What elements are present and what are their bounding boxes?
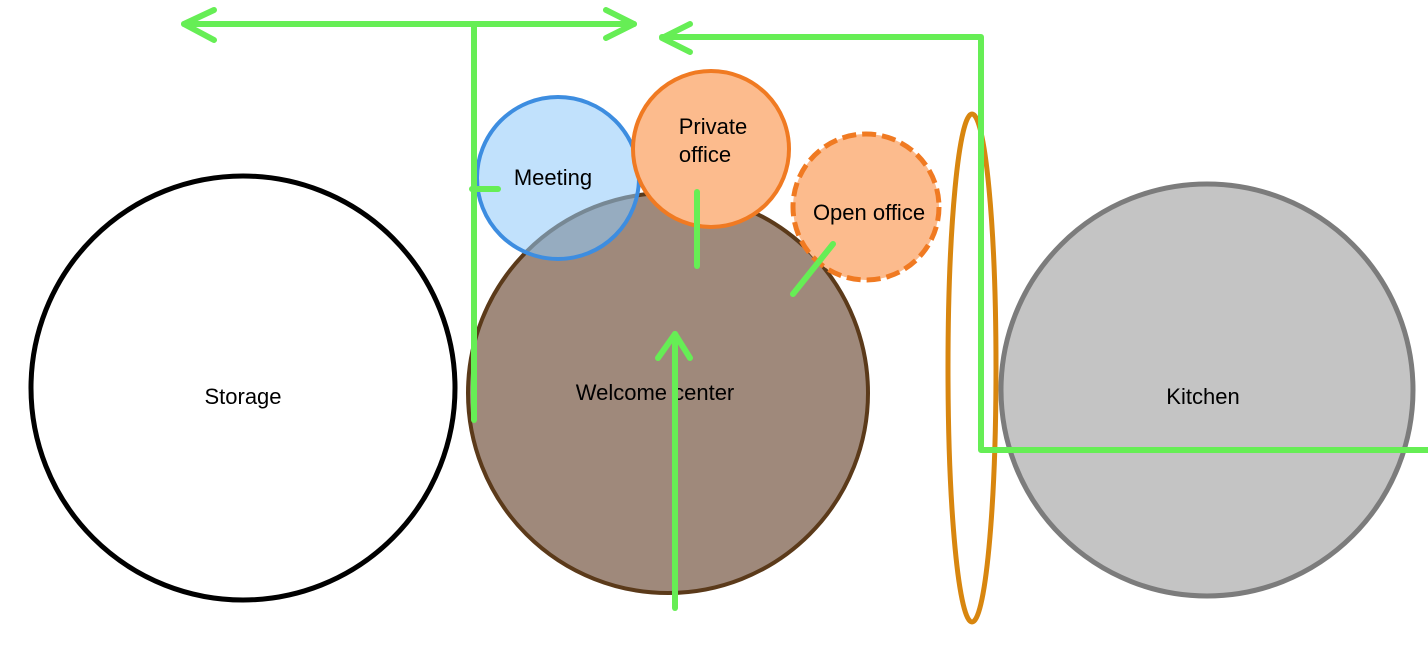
entrance-arrow-head: [655, 331, 693, 361]
storage-zone[interactable]: Storage: [28, 173, 458, 603]
flow-connectors: [181, 7, 1428, 611]
open-office-connector: [790, 241, 836, 297]
kitchen-path-arrow-head: [659, 21, 693, 55]
kitchen-path-connector: [659, 34, 1428, 453]
kitchen-label: Kitchen: [1166, 384, 1239, 409]
top-arrow-right-head: [603, 7, 637, 41]
open-office-bubble: [790, 131, 942, 283]
meeting-zone[interactable]: Meeting: [475, 95, 641, 261]
boundary-ellipse: [945, 111, 999, 625]
meeting-label: Meeting: [514, 165, 592, 190]
private-office-bubble: [631, 69, 791, 229]
welcome-center-label: Welcome center: [576, 380, 735, 405]
kitchen-bubble: [998, 181, 1416, 599]
private-office-label-line1: Private: [679, 114, 747, 139]
private-office-zone[interactable]: Private office: [631, 69, 791, 229]
open-office-zone[interactable]: Open office: [790, 131, 942, 283]
private-office-label-line2: office: [679, 142, 731, 167]
open-office-label: Open office: [813, 200, 925, 225]
kitchen-zone[interactable]: Kitchen: [998, 181, 1416, 599]
storage-bubble: [28, 173, 458, 603]
storage-label: Storage: [204, 384, 281, 409]
top-arrow-left-head: [181, 7, 217, 43]
